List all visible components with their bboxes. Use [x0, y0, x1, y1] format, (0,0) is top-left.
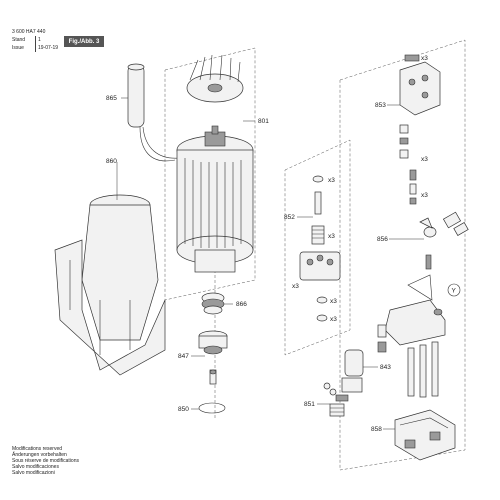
footer-line-es: Salvo modificaciones	[12, 464, 59, 470]
stand-label: Stand	[12, 37, 26, 43]
part-801-motor[interactable]	[176, 125, 254, 273]
label-856: 856	[377, 236, 388, 243]
label-860: 860	[106, 158, 117, 165]
part-856-clip[interactable]	[407, 274, 433, 301]
motor-guide-frame	[164, 47, 256, 301]
document-code: 3 600 HA7 440	[12, 29, 46, 35]
part-860-housing[interactable]	[54, 194, 166, 376]
qty-label-1: x3	[328, 177, 335, 184]
pump-guide-frame	[284, 139, 351, 356]
figure-label: Fig./Abb. 3	[64, 36, 104, 47]
qty-label-3: x3	[292, 283, 299, 290]
label-858: 858	[371, 426, 382, 433]
issue-label: Issue	[12, 45, 24, 51]
y-marker: Y	[447, 283, 461, 297]
part-853-cylinder-head[interactable]	[399, 54, 441, 116]
issue-value: 19-07-19	[38, 45, 59, 51]
stand-value: 1	[38, 37, 41, 43]
qty-label-8: x3	[421, 192, 428, 199]
label-847: 847	[178, 353, 189, 360]
part-852-piston-set[interactable]	[299, 175, 341, 322]
head-guide-frame	[339, 39, 466, 471]
label-852: 852	[284, 214, 295, 221]
qty-label-6: x3	[421, 55, 428, 62]
qty-label-4: x3	[330, 298, 337, 305]
qty-label-5: x3	[330, 316, 337, 323]
label-866: 866	[236, 301, 247, 308]
label-843: 843	[380, 364, 391, 371]
footer-line-en: Modifications reserved	[12, 446, 63, 452]
label-801: 801	[258, 118, 269, 125]
part-865-capacitor[interactable]	[127, 63, 181, 162]
footer-line-de: Änderungen vorbehalten	[12, 452, 67, 458]
footer-line-fr: Sous réserve de modifications	[12, 458, 79, 464]
y-marker-label: Y	[452, 288, 457, 295]
part-847-wobble-plate[interactable]	[198, 330, 228, 385]
label-865: 865	[106, 95, 117, 102]
part-866-seal[interactable]	[201, 292, 225, 315]
label-850: 850	[178, 406, 189, 413]
qty-label-2: x3	[328, 233, 335, 240]
header-divider	[35, 36, 36, 52]
part-801-fan[interactable]	[186, 54, 244, 103]
part-843-pump-head[interactable]	[377, 299, 446, 398]
part-858-base[interactable]	[394, 409, 456, 461]
qty-label-7: x3	[421, 156, 428, 163]
label-853: 853	[375, 102, 386, 109]
part-850-o-ring[interactable]	[198, 402, 226, 414]
part-851-unloader-valve[interactable]	[323, 349, 364, 417]
label-851: 851	[304, 401, 315, 408]
valve-parts-column[interactable]	[399, 124, 469, 270]
footer-line-it: Salvo modificazioni	[12, 470, 55, 476]
